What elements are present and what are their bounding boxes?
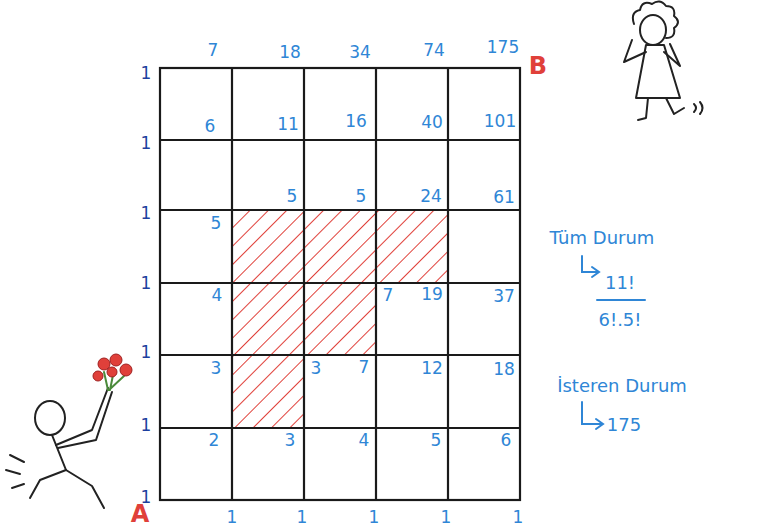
path-count: 18 [279, 44, 301, 61]
path-count: 2 [209, 432, 220, 449]
boy-leg [30, 470, 66, 498]
note-text: İsteren Durum [557, 377, 687, 395]
path-count: 5 [287, 188, 298, 205]
path-count: 16 [345, 113, 367, 130]
blocked-cell [376, 210, 448, 283]
flower [107, 367, 117, 377]
path-count: 6 [205, 118, 216, 135]
grid-line [160, 282, 520, 284]
flower [93, 371, 103, 381]
flower [120, 364, 132, 376]
grid-line [160, 209, 520, 211]
grid-lines [160, 68, 520, 500]
boy-head [35, 401, 65, 435]
path-count: 19 [421, 286, 443, 303]
fraction-bar [597, 299, 645, 301]
path-count: 18 [493, 361, 515, 378]
boy-arm [58, 392, 112, 448]
path-count: 5 [356, 188, 367, 205]
path-count: 61 [493, 189, 515, 206]
edge-count: 1 [141, 135, 152, 152]
flower [110, 354, 122, 366]
path-count: 74 [423, 42, 445, 59]
path-count: 34 [349, 44, 371, 61]
path-count: 175 [487, 39, 519, 56]
girl-arms [624, 40, 680, 66]
blocked-cell [232, 355, 304, 428]
boy-body [52, 435, 66, 470]
grid-border [160, 68, 520, 500]
point-letter: B [529, 54, 547, 78]
path-count: 3 [211, 360, 222, 377]
path-count: 40 [421, 114, 443, 131]
grid-line [160, 427, 520, 429]
blocked-cell [304, 283, 376, 355]
grid-line [160, 354, 520, 356]
edge-count: 1 [141, 275, 152, 292]
path-count: 1 [441, 509, 452, 526]
path-count: 1 [297, 509, 308, 526]
path-count: 11 [277, 116, 299, 133]
blocked-cell [232, 210, 304, 283]
path-count: 37 [493, 288, 515, 305]
boy-figure [6, 370, 124, 508]
note-text: 6!.5! [598, 311, 641, 329]
path-count: 5 [431, 432, 442, 449]
path-count: 3 [311, 360, 322, 377]
path-count: 1 [513, 509, 524, 526]
blocked-cell [304, 210, 376, 283]
girl-legs [638, 98, 684, 120]
path-count: 4 [212, 287, 223, 304]
blocked-cell [232, 283, 304, 355]
path-count: 5 [211, 215, 222, 232]
edge-count: 1 [141, 344, 152, 361]
path-count: 24 [420, 188, 442, 205]
path-count: 7 [383, 287, 394, 304]
path-count: 1 [227, 509, 238, 526]
hatched-cells [232, 210, 448, 428]
edge-count: 1 [141, 205, 152, 222]
arrow-head [596, 419, 603, 429]
motion-lines [694, 102, 703, 114]
edge-count: 1 [141, 417, 152, 434]
path-count: 7 [359, 359, 370, 376]
path-count: 4 [359, 432, 370, 449]
girl-figure [624, 1, 703, 120]
path-count: 101 [484, 113, 516, 130]
girl-head [640, 15, 666, 45]
note-marks [582, 256, 645, 429]
note-text: 11! [605, 274, 635, 292]
boy-leg [66, 470, 104, 508]
note-text: 175 [607, 416, 641, 434]
arrow-head [592, 267, 599, 277]
path-count: 3 [285, 432, 296, 449]
note-text: Tüm Durum [550, 229, 655, 247]
motion-lines [6, 455, 24, 488]
point-letter: A [131, 502, 150, 526]
boy-arm [56, 388, 108, 445]
grid-line [160, 139, 520, 141]
path-count: 1 [369, 509, 380, 526]
path-count: 7 [208, 42, 219, 59]
flowers [93, 354, 132, 381]
edge-count: 1 [141, 65, 152, 82]
path-count: 6 [501, 432, 512, 449]
path-count: 12 [421, 360, 443, 377]
